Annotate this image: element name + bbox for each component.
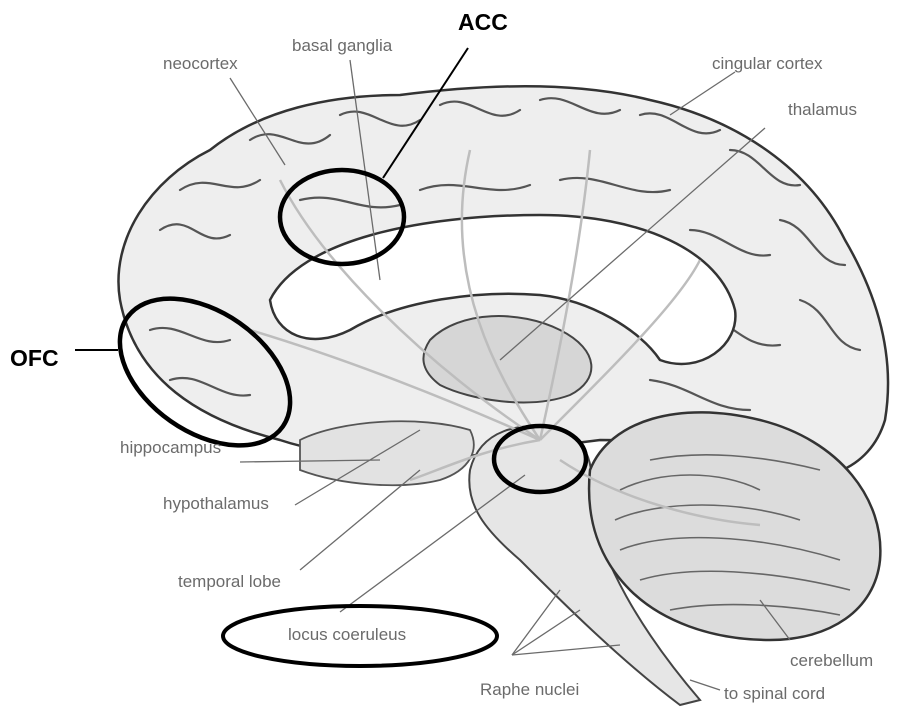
label-basal-ganglia: basal ganglia: [292, 36, 392, 56]
label-hippocampus: hippocampus: [120, 438, 221, 458]
temporal-lobe-shape: [300, 421, 474, 485]
label-neocortex: neocortex: [163, 54, 238, 74]
label-temporal-lobe: temporal lobe: [178, 572, 281, 592]
annotation-ofc: OFC: [10, 345, 59, 372]
label-hypothalamus: hypothalamus: [163, 494, 269, 514]
label-cerebellum: cerebellum: [790, 651, 873, 671]
label-raphe-nuclei: Raphe nuclei: [480, 680, 579, 700]
label-locus-coeruleus: locus coeruleus: [288, 625, 406, 645]
label-cingular-cortex: cingular cortex: [712, 54, 823, 74]
label-to-spinal-cord: to spinal cord: [724, 684, 825, 704]
annotation-acc: ACC: [458, 9, 508, 36]
label-thalamus: thalamus: [788, 100, 857, 120]
